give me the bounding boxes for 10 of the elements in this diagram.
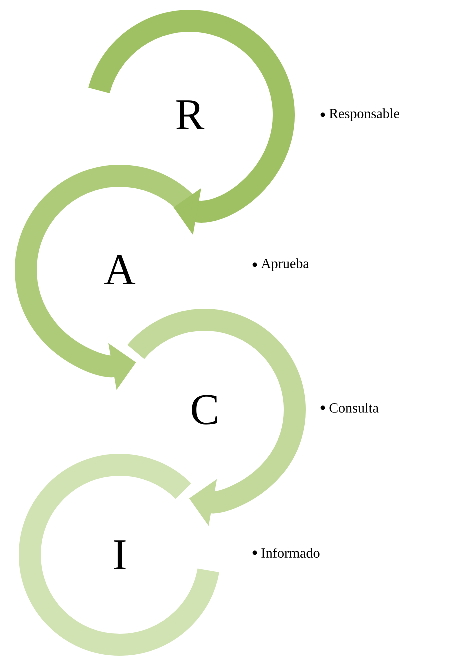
bullet-text: Responsable (320, 108, 400, 122)
node-label: A (104, 255, 136, 285)
circular-band: I (19, 454, 220, 656)
bullet-text: Aprueba (252, 258, 310, 272)
node-label: R (176, 100, 205, 130)
bullet-text: Informado (252, 548, 320, 558)
circular-band: R (88, 10, 295, 236)
circular-band: C (128, 309, 306, 526)
node-label: C (192, 395, 218, 425)
bullet-text: Consulta (320, 403, 379, 413)
